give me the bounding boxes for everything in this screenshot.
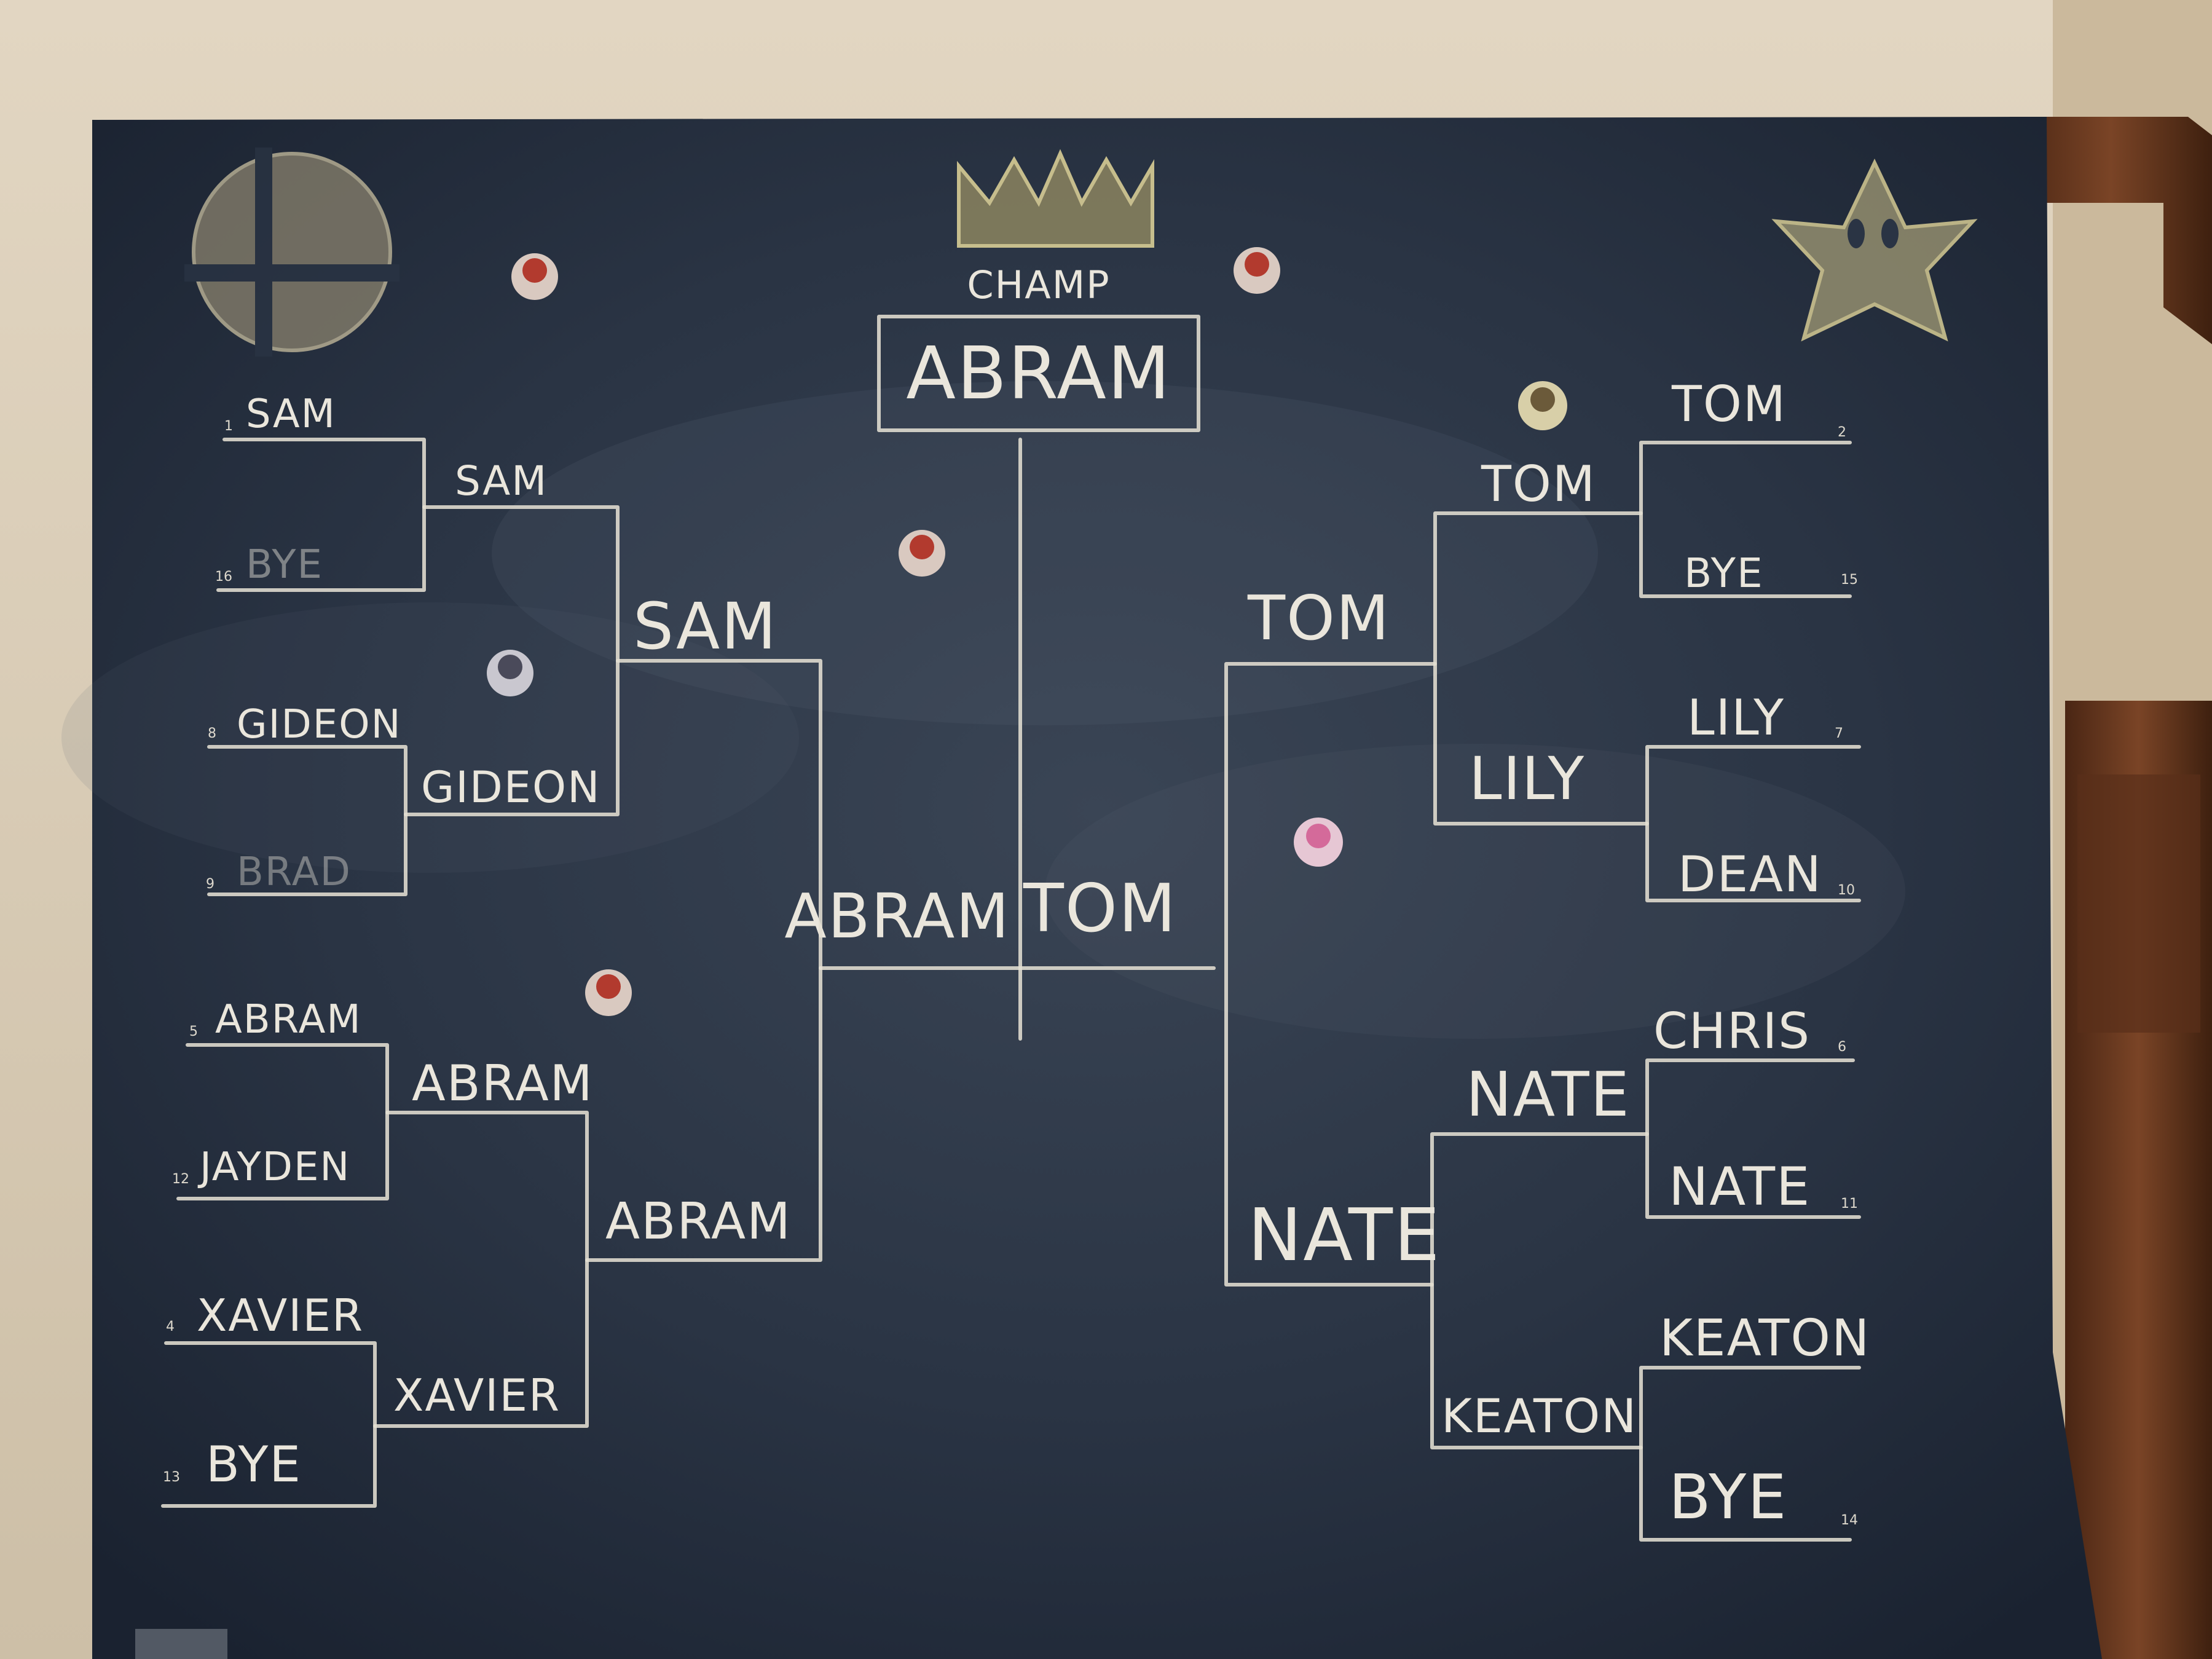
character-sticker-icon [511,253,558,300]
right-finalist: TOM [1023,870,1177,947]
seed: 2 [1838,425,1846,440]
left-semi-bracket [585,659,822,1262]
right-r1-name: BYE [1669,1461,1787,1533]
right-semi-name: TOM [1247,582,1390,654]
right-r2-bracket-2 [1430,1132,1649,1449]
left-r1-name: BRAD [237,849,352,895]
right-r1-name: KEATON [1659,1309,1870,1368]
champion-name: ABRAM [906,331,1171,416]
right-r2-name: KEATON [1441,1389,1637,1443]
crown-icon [957,149,1154,248]
seed: 14 [1841,1513,1858,1528]
eraser-smudge [61,602,799,873]
left-finalist: ABRAM [784,880,1010,952]
seed: 8 [208,726,216,741]
smash-bros-logo-icon [184,148,399,357]
left-r1-name: BYE [206,1436,302,1493]
left-r1-bracket-1 [216,438,426,592]
character-sticker-icon [1294,818,1343,867]
champ-heading: CHAMP [967,262,1110,307]
right-r2-name: TOM [1481,455,1596,513]
seed: 16 [215,569,232,585]
left-r1-name: SAM [246,392,336,437]
eraser-smudge [1045,744,1905,1039]
right-semi-name: NATE [1248,1192,1441,1277]
left-r1-name: XAVIER [197,1290,364,1341]
seed: 4 [166,1319,175,1334]
right-r2-bracket-1 [1433,511,1649,826]
character-sticker-icon [487,650,533,696]
left-r2-name: GIDEON [421,762,600,813]
seed: 15 [1841,572,1858,588]
left-r1-name: GIDEON [237,702,401,747]
chalkboard [92,117,2102,1659]
seed: 10 [1838,883,1855,898]
right-r2-name: LILY [1469,744,1585,813]
character-sticker-icon [585,969,632,1016]
eraser-smudge [492,381,1598,725]
left-r1-name: BYE [246,542,323,588]
right-r1-bracket-1 [1639,441,1852,598]
character-sticker-icon [899,530,945,577]
seed: 11 [1841,1196,1858,1212]
right-r1-name: NATE [1669,1156,1811,1218]
seed: 5 [189,1024,198,1039]
seed: 6 [1838,1039,1846,1055]
left-r1-bracket-3 [176,1043,389,1200]
seed: 7 [1835,726,1843,741]
right-r1-name: BYE [1684,550,1764,597]
right-r1-bracket-4 [1639,1366,1861,1542]
left-semi-name: ABRAM [605,1192,792,1251]
star-icon [1771,159,1978,342]
right-r1-bracket-3 [1645,1058,1861,1219]
right-semi-bracket [1224,662,1437,1287]
right-r1-name: TOM [1671,376,1787,433]
floor-object [135,1629,227,1659]
left-semi-name: SAM [633,589,777,664]
right-r2-name: NATE [1466,1058,1631,1130]
left-r2-name: XAVIER [393,1369,561,1421]
character-sticker-icon [1234,247,1280,294]
wooden-stair-rail [2010,117,2212,344]
left-r2-name: ABRAM [412,1055,594,1112]
character-sticker-icon [1518,381,1567,430]
left-r2-bracket-2 [373,1111,589,1428]
right-r1-name: DEAN [1678,846,1822,903]
wooden-panel [2077,774,2200,1033]
right-r1-name: CHRIS [1653,1003,1811,1060]
right-r1-name: LILY [1687,689,1785,746]
champion-box [877,315,1200,432]
seed: 12 [172,1172,189,1187]
seed: 13 [163,1470,180,1485]
left-r2-name: SAM [455,457,548,505]
left-r1-name: ABRAM [215,997,362,1042]
left-r1-name: JAYDEN [197,1145,350,1190]
seed: 1 [224,419,233,434]
left-r1-bracket-2 [207,745,407,896]
seed: 9 [206,877,215,892]
